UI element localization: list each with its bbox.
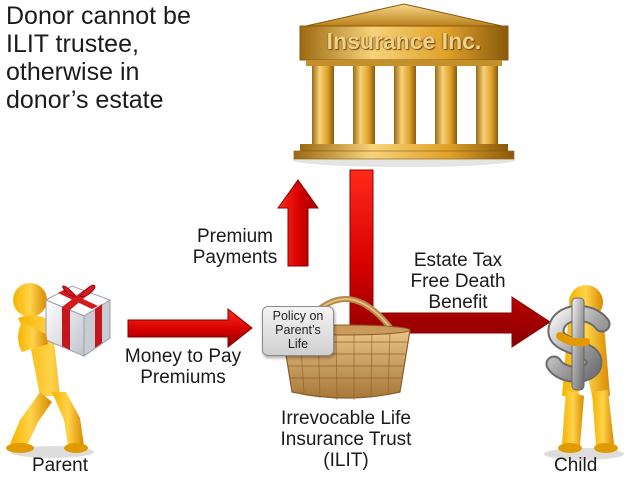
policy-card: Policy on Parent’s Life (262, 306, 334, 356)
trustee-note-line: Donor cannot be (6, 2, 191, 30)
person-carrying-gift-icon (6, 283, 112, 458)
policy-line: Parent’s (275, 323, 321, 337)
bank-name: Insurance Inc. (326, 28, 482, 54)
trustee-note-line: otherwise in (6, 58, 140, 86)
parent-label: Parent (32, 455, 88, 476)
label-line: (ILIT) (323, 450, 369, 471)
label-line: Payments (192, 247, 278, 268)
money-to-pay-label: Money to Pay Premiums (108, 346, 258, 388)
label-line: Money to Pay (124, 346, 242, 367)
bank-building-icon (292, 3, 516, 167)
label-line: Benefit (428, 292, 488, 313)
trustee-note: Donor cannot be ILIT trustee, otherwise … (6, 2, 191, 114)
child-label: Child (554, 455, 598, 476)
label-line: Insurance Trust (280, 429, 412, 450)
label-line: Estate Tax (413, 250, 503, 271)
label-line: Irrevocable Life (281, 408, 411, 429)
ilit-label: Irrevocable Life Insurance Trust (ILIT) (238, 408, 454, 471)
money-to-pay-premiums-arrow (127, 307, 253, 349)
estate-tax-label: Estate Tax Free Death Benefit (392, 250, 524, 313)
premium-payments-label: Premium Payments (186, 226, 284, 268)
premium-payments-arrow (277, 179, 319, 267)
policy-line: Policy on (272, 309, 324, 323)
trustee-note-line: ILIT trustee, (6, 30, 139, 58)
policy-line: Life (287, 337, 309, 351)
label-line: Free Death (410, 271, 506, 292)
person-holding-dollar-icon (544, 285, 624, 460)
label-line: Premium (196, 226, 273, 247)
trustee-note-line: donor’s estate (6, 86, 164, 114)
label-line: Premiums (140, 367, 226, 388)
